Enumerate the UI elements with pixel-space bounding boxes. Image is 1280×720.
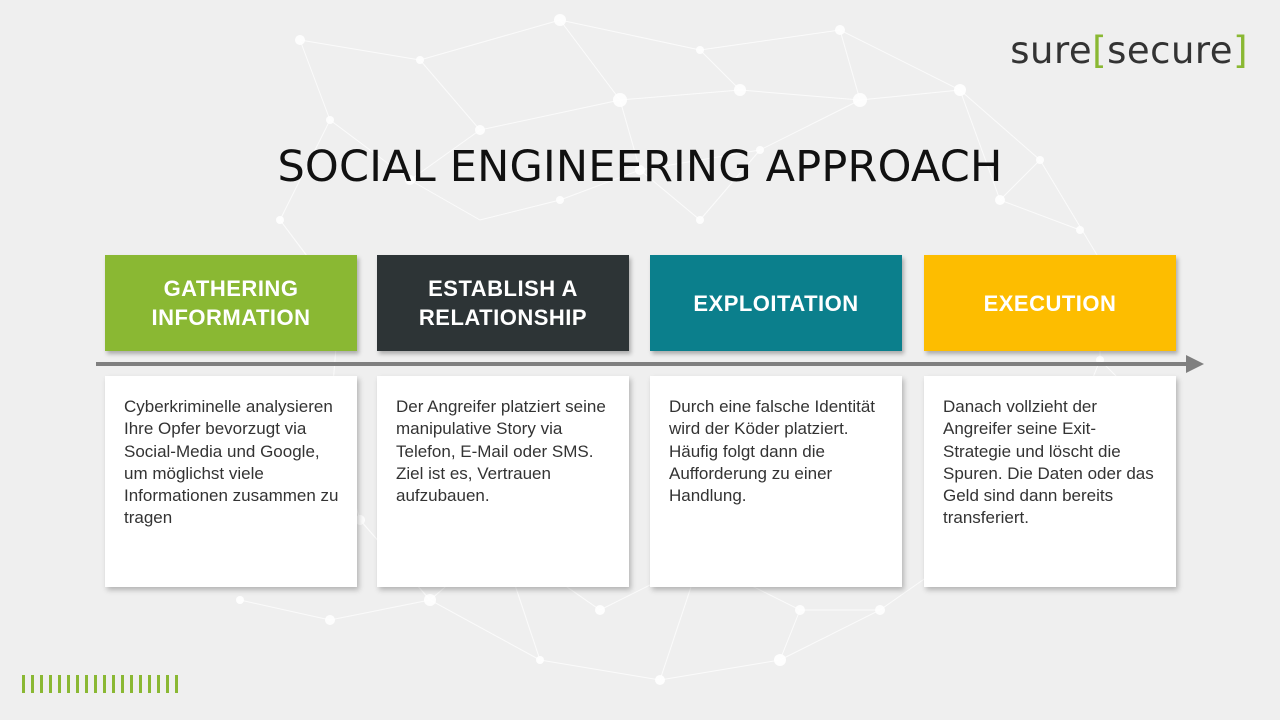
tick-mark (22, 675, 25, 693)
tick-mark (148, 675, 151, 693)
tick-mark (166, 675, 169, 693)
step-description-execution: Danach vollzieht der Angreifer seine Exi… (924, 376, 1176, 587)
step-heading-gathering-information: GATHERING INFORMATION (105, 255, 357, 351)
tick-mark (157, 675, 160, 693)
tick-mark (94, 675, 97, 693)
tick-mark (49, 675, 52, 693)
tick-mark (103, 675, 106, 693)
tick-mark (76, 675, 79, 693)
tick-mark (40, 675, 43, 693)
tick-mark (175, 675, 178, 693)
tick-mark (85, 675, 88, 693)
tick-mark (31, 675, 34, 693)
step-heading-exploitation: EXPLOITATION (650, 255, 902, 351)
tick-mark (130, 675, 133, 693)
tick-mark (139, 675, 142, 693)
tick-mark (112, 675, 115, 693)
decorative-tick-bar (22, 675, 178, 693)
step-heading-execution: EXECUTION (924, 255, 1176, 351)
slide-title: SOCIAL ENGINEERING APPROACH (277, 142, 1003, 192)
step-description-exploitation: Durch eine falsche Identität wird der Kö… (650, 376, 902, 587)
timeline-arrow (96, 355, 1204, 373)
tick-mark (121, 675, 124, 693)
tick-mark (58, 675, 61, 693)
step-description-establish-relationship: Der Angreifer platziert seine manipulati… (377, 376, 629, 587)
tick-mark (67, 675, 70, 693)
step-heading-establish-relationship: ESTABLISH A RELATIONSHIP (377, 255, 629, 351)
step-description-gathering-information: Cyberkriminelle analysieren Ihre Opfer b… (105, 376, 357, 587)
company-logo: sure[secure] (1010, 29, 1248, 72)
